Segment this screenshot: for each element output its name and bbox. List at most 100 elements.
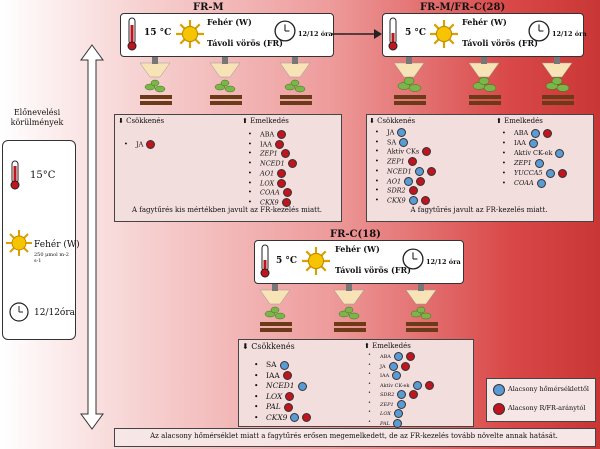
fr-m-increase-header: ⬆ Emelkedés	[242, 117, 289, 125]
fr-m-results-box	[114, 114, 342, 222]
fr-c-decrease-header: ⬇ Csökkenés	[242, 342, 295, 351]
list-item: LOX	[246, 178, 297, 189]
item-label: ABA	[260, 130, 275, 139]
list-item: IAA	[246, 139, 297, 150]
item-label: LOX	[380, 411, 391, 417]
item-label: SDR2	[380, 392, 395, 398]
sun-icon	[302, 247, 330, 275]
list-item: ZEP1	[500, 158, 567, 168]
list-item: ZEP1	[373, 157, 436, 167]
red-dot-marker	[426, 166, 436, 176]
fr-c-title: FR-C(18)	[330, 229, 381, 240]
item-label: ABA	[380, 354, 391, 360]
blue-dot-marker	[408, 195, 418, 205]
item-label: IAA	[266, 370, 280, 380]
item-label: ZEP1	[260, 149, 278, 158]
left-panel-title: Előnevelési körülmények	[10, 108, 64, 127]
red-dot-marker	[282, 371, 292, 380]
list-item: IAA	[252, 371, 311, 382]
list-item: Aktív CK-ek	[366, 380, 434, 391]
red-dot-marker	[400, 361, 410, 371]
fr-mc-white: Fehér (W)	[462, 17, 507, 27]
red-dot-marker	[420, 195, 430, 205]
fr-m-growth-setup	[139, 57, 312, 105]
fr-mc-decrease-list: JASAAktív CKsZEP1NCED1AO1SDR2CKX9	[373, 128, 436, 206]
item-label: Aktív CK-ek	[380, 382, 410, 389]
list-item: ABA	[366, 352, 434, 362]
item-label: JA	[136, 140, 144, 149]
blue-dot-marker	[536, 178, 546, 188]
item-label: YUCCA5	[514, 169, 543, 177]
sun-icon	[6, 230, 32, 256]
blue-dot-marker	[397, 390, 407, 399]
sun-icon	[430, 20, 458, 48]
fr-c-photo: 12/12 óra	[426, 258, 461, 266]
list-item: Aktív CK-ek	[500, 148, 567, 158]
item-label: COAA	[514, 179, 534, 187]
red-dot-marker	[285, 392, 295, 401]
red-dot-marker	[557, 168, 567, 178]
list-item: JA	[373, 128, 436, 138]
item-label: SA	[387, 138, 397, 147]
item-label: CKX9	[387, 196, 406, 205]
thermometer-icon	[10, 160, 20, 190]
list-item: Aktív CKs	[373, 147, 436, 157]
red-dot-marker	[302, 413, 312, 422]
fr-m-decrease-list: JA	[122, 140, 156, 150]
list-item: SA	[373, 137, 436, 148]
blue-dot-marker	[397, 128, 407, 137]
list-item: COAA	[500, 178, 567, 188]
fr-mc-conditions	[382, 13, 584, 57]
thermometer-icon	[260, 244, 270, 278]
fr-c-growth-setup	[259, 284, 438, 332]
list-item: LOX	[252, 392, 311, 403]
clock-icon	[9, 302, 29, 322]
list-item: IAA	[500, 138, 567, 148]
list-item: ABA	[246, 130, 297, 140]
list-item: PAL	[366, 418, 434, 429]
fr-mc-title: FR-M/FR-C(28)	[420, 2, 506, 13]
legend-blue-dot	[493, 384, 505, 396]
list-item: SDR2	[373, 186, 436, 196]
red-dot-marker	[277, 178, 287, 188]
list-item: YUCCA5	[500, 168, 567, 178]
red-dot-marker	[409, 390, 419, 399]
fr-m-note: A fagytűrés kis mértékben javult az FR-k…	[131, 206, 323, 214]
blue-dot-marker	[404, 176, 414, 186]
list-item: JA	[366, 361, 434, 372]
list-item: ZEP1	[366, 399, 434, 410]
fr-mc-increase-header: ⬆ Emelkedés	[496, 117, 543, 125]
fr-c-farred: Távoli vörös (FR)	[335, 265, 411, 275]
legend-blue-label: Alacsony hőmérséklettől	[508, 385, 589, 393]
list-item: ZEP1	[246, 149, 297, 159]
list-item: CKX9	[246, 197, 297, 208]
blue-dot-marker	[388, 361, 398, 371]
list-item: ABA	[500, 128, 567, 138]
item-label: ZEP1	[380, 401, 394, 408]
blue-dot-marker	[392, 418, 402, 428]
list-item: COAA	[246, 188, 297, 198]
blue-dot-marker	[396, 399, 406, 409]
red-dot-marker	[408, 186, 418, 196]
red-dot-marker	[287, 159, 297, 169]
list-item: NCED1	[373, 166, 436, 177]
red-dot-marker	[146, 140, 156, 149]
item-label: NCED1	[260, 159, 285, 168]
item-label: IAA	[514, 139, 526, 147]
blue-dot-marker	[279, 360, 289, 370]
red-dot-marker	[405, 352, 415, 361]
blue-dot-marker	[393, 352, 403, 361]
item-label: COAA	[260, 188, 280, 197]
fr-mc-temp: 5 °C	[405, 28, 427, 38]
sun-icon	[176, 20, 204, 48]
fr-c-conditions	[254, 240, 464, 284]
list-item: CKX9	[373, 195, 436, 206]
item-label: IAA	[260, 140, 272, 149]
item-label: AO1	[260, 169, 275, 178]
blue-dot-marker	[545, 168, 555, 178]
red-dot-marker	[274, 139, 284, 149]
item-label: CKX9	[260, 198, 279, 207]
red-dot-marker	[543, 128, 553, 138]
blue-dot-marker	[531, 128, 541, 138]
item-label: PAL	[380, 420, 390, 427]
